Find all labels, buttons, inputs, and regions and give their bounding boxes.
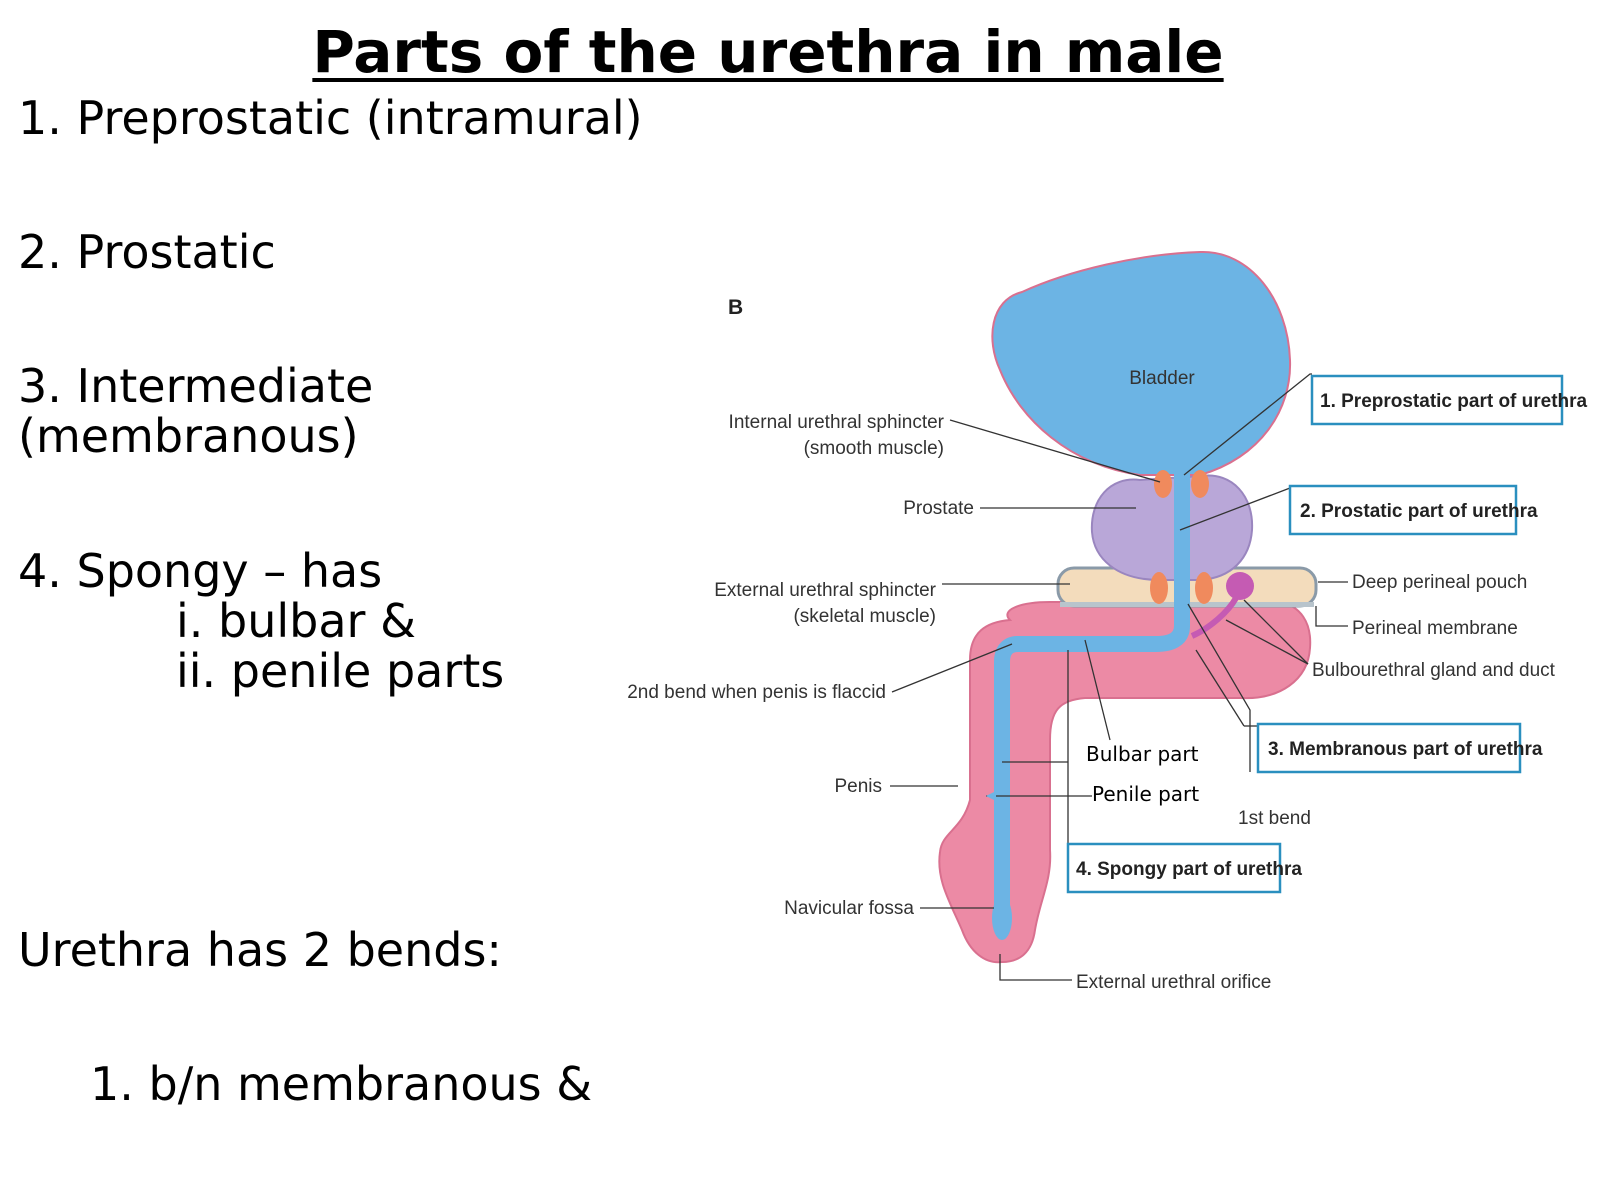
label-prostate: Prostate <box>903 498 974 519</box>
label-bulbourethral: Bulbourethral gland and duct <box>1312 660 1556 681</box>
label-external-orifice: External urethral orifice <box>1076 972 1271 993</box>
box-spongy: 4. Spongy part of urethra <box>1076 859 1302 880</box>
label-external-sphincter: External urethral sphincter <box>714 580 936 601</box>
internal-sphincter-shape <box>1154 470 1172 498</box>
label-penile-part: Penile part <box>1092 782 1199 806</box>
label-bladder: Bladder <box>1129 368 1195 389</box>
label-external-sphincter-sub: (skeletal muscle) <box>793 606 936 627</box>
navicular-fossa-shape <box>992 896 1012 940</box>
urethra-diagram: B <box>627 250 1588 993</box>
list-subitem-bulbar: i. bulbar & <box>176 594 416 648</box>
label-internal-sphincter: Internal urethral sphincter <box>729 412 945 433</box>
label-internal-sphincter-sub: (smooth muscle) <box>804 438 944 459</box>
bends-heading: Urethra has 2 bends: <box>18 923 502 977</box>
list-item-intermediate: 3. Intermediate <box>18 359 374 413</box>
list-item-membranous: (membranous) <box>18 409 359 463</box>
label-second-bend: 2nd bend when penis is flaccid <box>627 682 886 703</box>
bend-item-1: 1. b/n membranous & <box>90 1057 593 1111</box>
list-subitem-penile: ii. penile parts <box>176 644 505 698</box>
bulbourethral-gland-shape <box>1226 572 1254 600</box>
prostate-shape <box>1090 474 1254 581</box>
page-title: Parts of the urethra in male <box>312 18 1224 86</box>
label-navicular-fossa: Navicular fossa <box>784 898 914 919</box>
list-item-spongy: 4. Spongy – has <box>18 544 383 598</box>
box-preprostatic: 1. Preprostatic part of urethra <box>1320 391 1588 412</box>
external-sphincter-shape <box>1150 572 1168 604</box>
label-bulbar-part: Bulbar part <box>1086 742 1199 766</box>
box-prostatic: 2. Prostatic part of urethra <box>1300 501 1538 522</box>
box-membranous: 3. Membranous part of urethra <box>1268 739 1543 760</box>
label-first-bend: 1st bend <box>1238 808 1311 829</box>
label-deep-perineal-pouch: Deep perineal pouch <box>1352 572 1527 593</box>
list-item-preprostatic: 1. Preprostatic (intramural) <box>18 91 643 145</box>
label-perineal-membrane: Perineal membrane <box>1352 618 1518 639</box>
label-penis: Penis <box>834 776 882 797</box>
panel-letter: B <box>728 296 743 319</box>
penis-shape <box>938 601 1312 964</box>
list-item-prostatic: 2. Prostatic <box>18 225 276 279</box>
bladder-shape <box>991 250 1292 476</box>
urethra-tube <box>994 440 1190 930</box>
